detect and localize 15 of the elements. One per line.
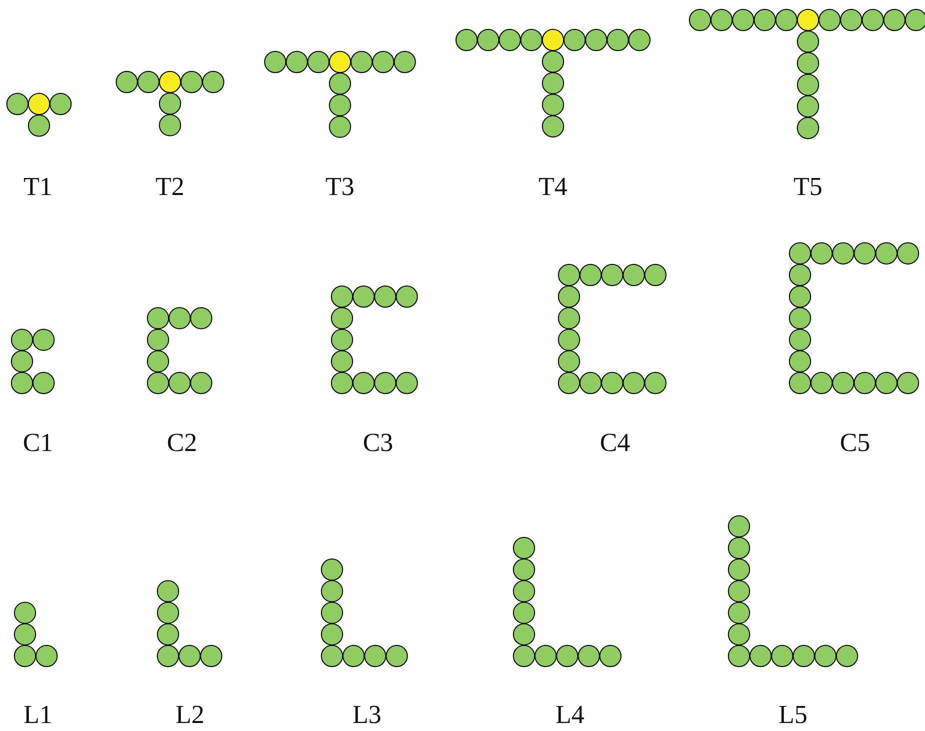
shape-label: T4 (538, 172, 568, 202)
shape-label: C3 (362, 428, 394, 458)
shape-label: C2 (166, 428, 198, 458)
shape-label: L1 (24, 700, 52, 730)
shape-label: C5 (840, 428, 870, 458)
shape-label: T5 (794, 172, 822, 202)
shape-label: T2 (156, 172, 184, 202)
shape-label: L5 (778, 700, 808, 730)
shape-label: C4 (600, 428, 630, 458)
shape-label: L3 (352, 700, 382, 730)
shape-label: T3 (326, 172, 354, 202)
shape-label: T1 (24, 172, 52, 202)
shape-label: L2 (176, 700, 204, 730)
shape-label: L4 (556, 700, 584, 730)
shape-label: C1 (22, 428, 54, 458)
